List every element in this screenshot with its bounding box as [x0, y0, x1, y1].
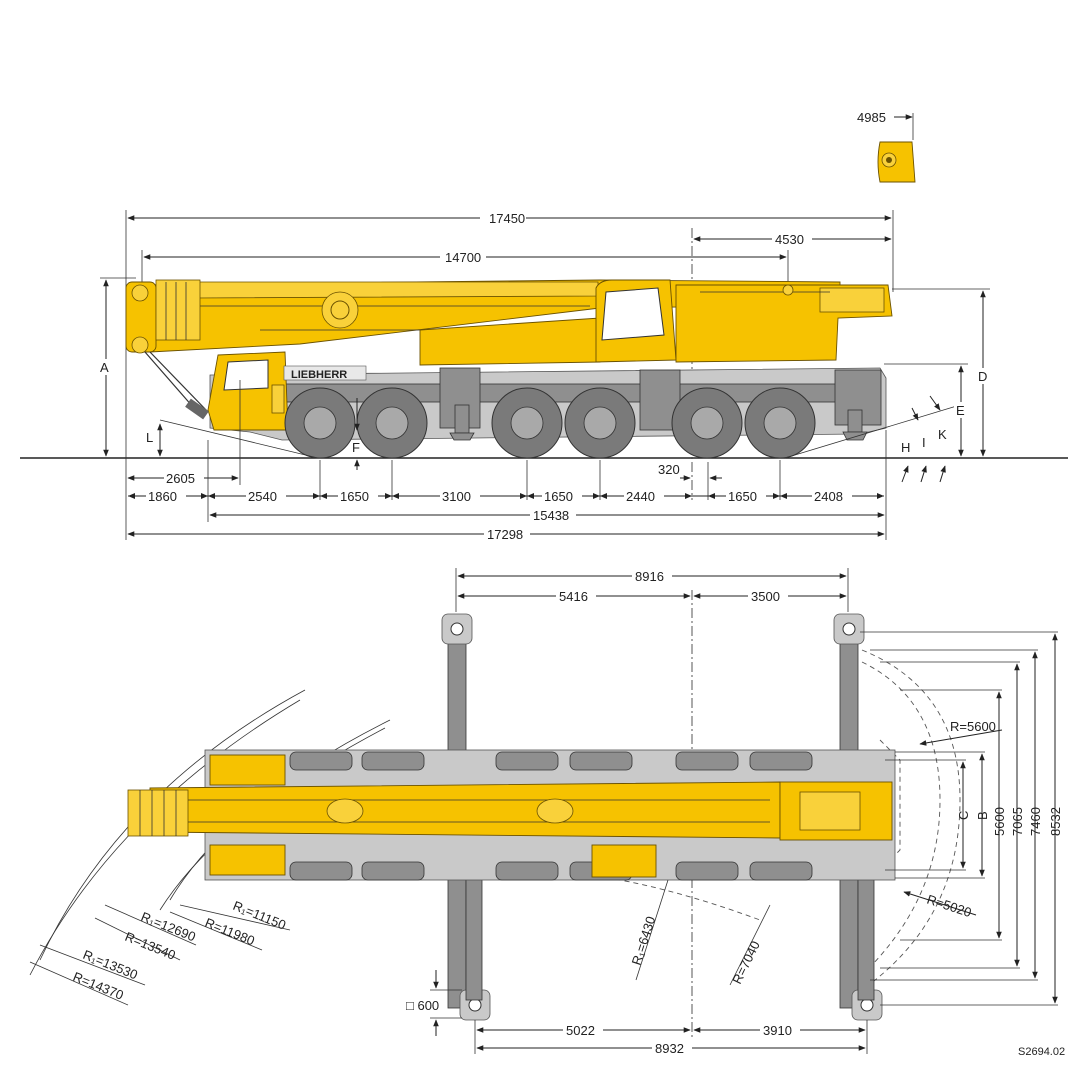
radius-5600: R=5600 — [950, 719, 996, 734]
letter-D: D — [978, 369, 987, 384]
letter-E: E — [956, 403, 965, 418]
axle-dimension-row: 1860 2540 1650 3100 1650 2440 1650 2408 — [128, 430, 887, 540]
dim-4985: 4985 — [857, 110, 886, 125]
width-dimensions: C B 5600 7065 7460 8532 — [860, 631, 1063, 1006]
radius-6430: R₁=6430 — [629, 914, 659, 966]
dim-5416: 5416 — [559, 589, 588, 604]
dim-17298: 17298 — [487, 527, 523, 542]
width-5600: 5600 — [992, 807, 1007, 836]
radius-5020: R=5020 — [925, 892, 973, 920]
axle-dim-4: 3100 — [442, 489, 471, 504]
front-radii: R₁=11150 R=11980 R₁=12690 R=13540 R₁=135… — [29, 898, 291, 1006]
plan-view: 8916 5416 3500 — [29, 568, 1063, 1056]
axle-dim-7: 1650 — [728, 489, 757, 504]
letter-K: K — [938, 427, 947, 442]
axle-dim-8: 2408 — [814, 489, 843, 504]
width-8532: 8532 — [1048, 807, 1063, 836]
dim-3500: 3500 — [751, 589, 780, 604]
dim-2605: 2605 — [166, 471, 195, 486]
tail-radius-detail: 4985 — [857, 110, 916, 183]
letter-C: C — [956, 811, 971, 820]
pad-size: □ 600 — [406, 998, 439, 1013]
dim-320: 320 — [658, 462, 680, 477]
dim-8916: 8916 — [635, 569, 664, 584]
dim-5022: 5022 — [566, 1023, 595, 1038]
dim-14700: 14700 — [445, 250, 481, 265]
axle-dim-6: 2440 — [626, 489, 655, 504]
letter-I: I — [922, 435, 926, 450]
letter-F: F — [352, 440, 360, 455]
side-view: 4985 17450 14700 4530 — [20, 110, 1068, 542]
letter-B: B — [975, 811, 990, 820]
axle-dim-2: 2540 — [248, 489, 277, 504]
dim-17450: 17450 — [489, 211, 525, 226]
axle-dim-3: 1650 — [340, 489, 369, 504]
radius-7040: R=7040 — [729, 938, 763, 986]
width-7460: 7460 — [1028, 807, 1043, 836]
letter-L: L — [146, 430, 153, 445]
drawing-code: S2694.02 — [1018, 1046, 1065, 1058]
width-7065: 7065 — [1010, 807, 1025, 836]
dim-3910: 3910 — [763, 1023, 792, 1038]
dim-8932: 8932 — [655, 1041, 684, 1056]
axle-dim-5: 1650 — [544, 489, 573, 504]
wheels — [284, 387, 816, 459]
crane-plan-illustration — [127, 749, 896, 881]
crane-side-illustration: LIEBHERR — [125, 279, 893, 459]
axle-dim-1: 1860 — [148, 489, 177, 504]
radius-front-2: R=11980 — [203, 915, 257, 948]
brand-label: LIEBHERR — [291, 369, 347, 381]
letter-H: H — [901, 440, 910, 455]
dim-15438: 15438 — [533, 508, 569, 523]
letter-A: A — [100, 360, 109, 375]
dim-4530: 4530 — [775, 232, 804, 247]
